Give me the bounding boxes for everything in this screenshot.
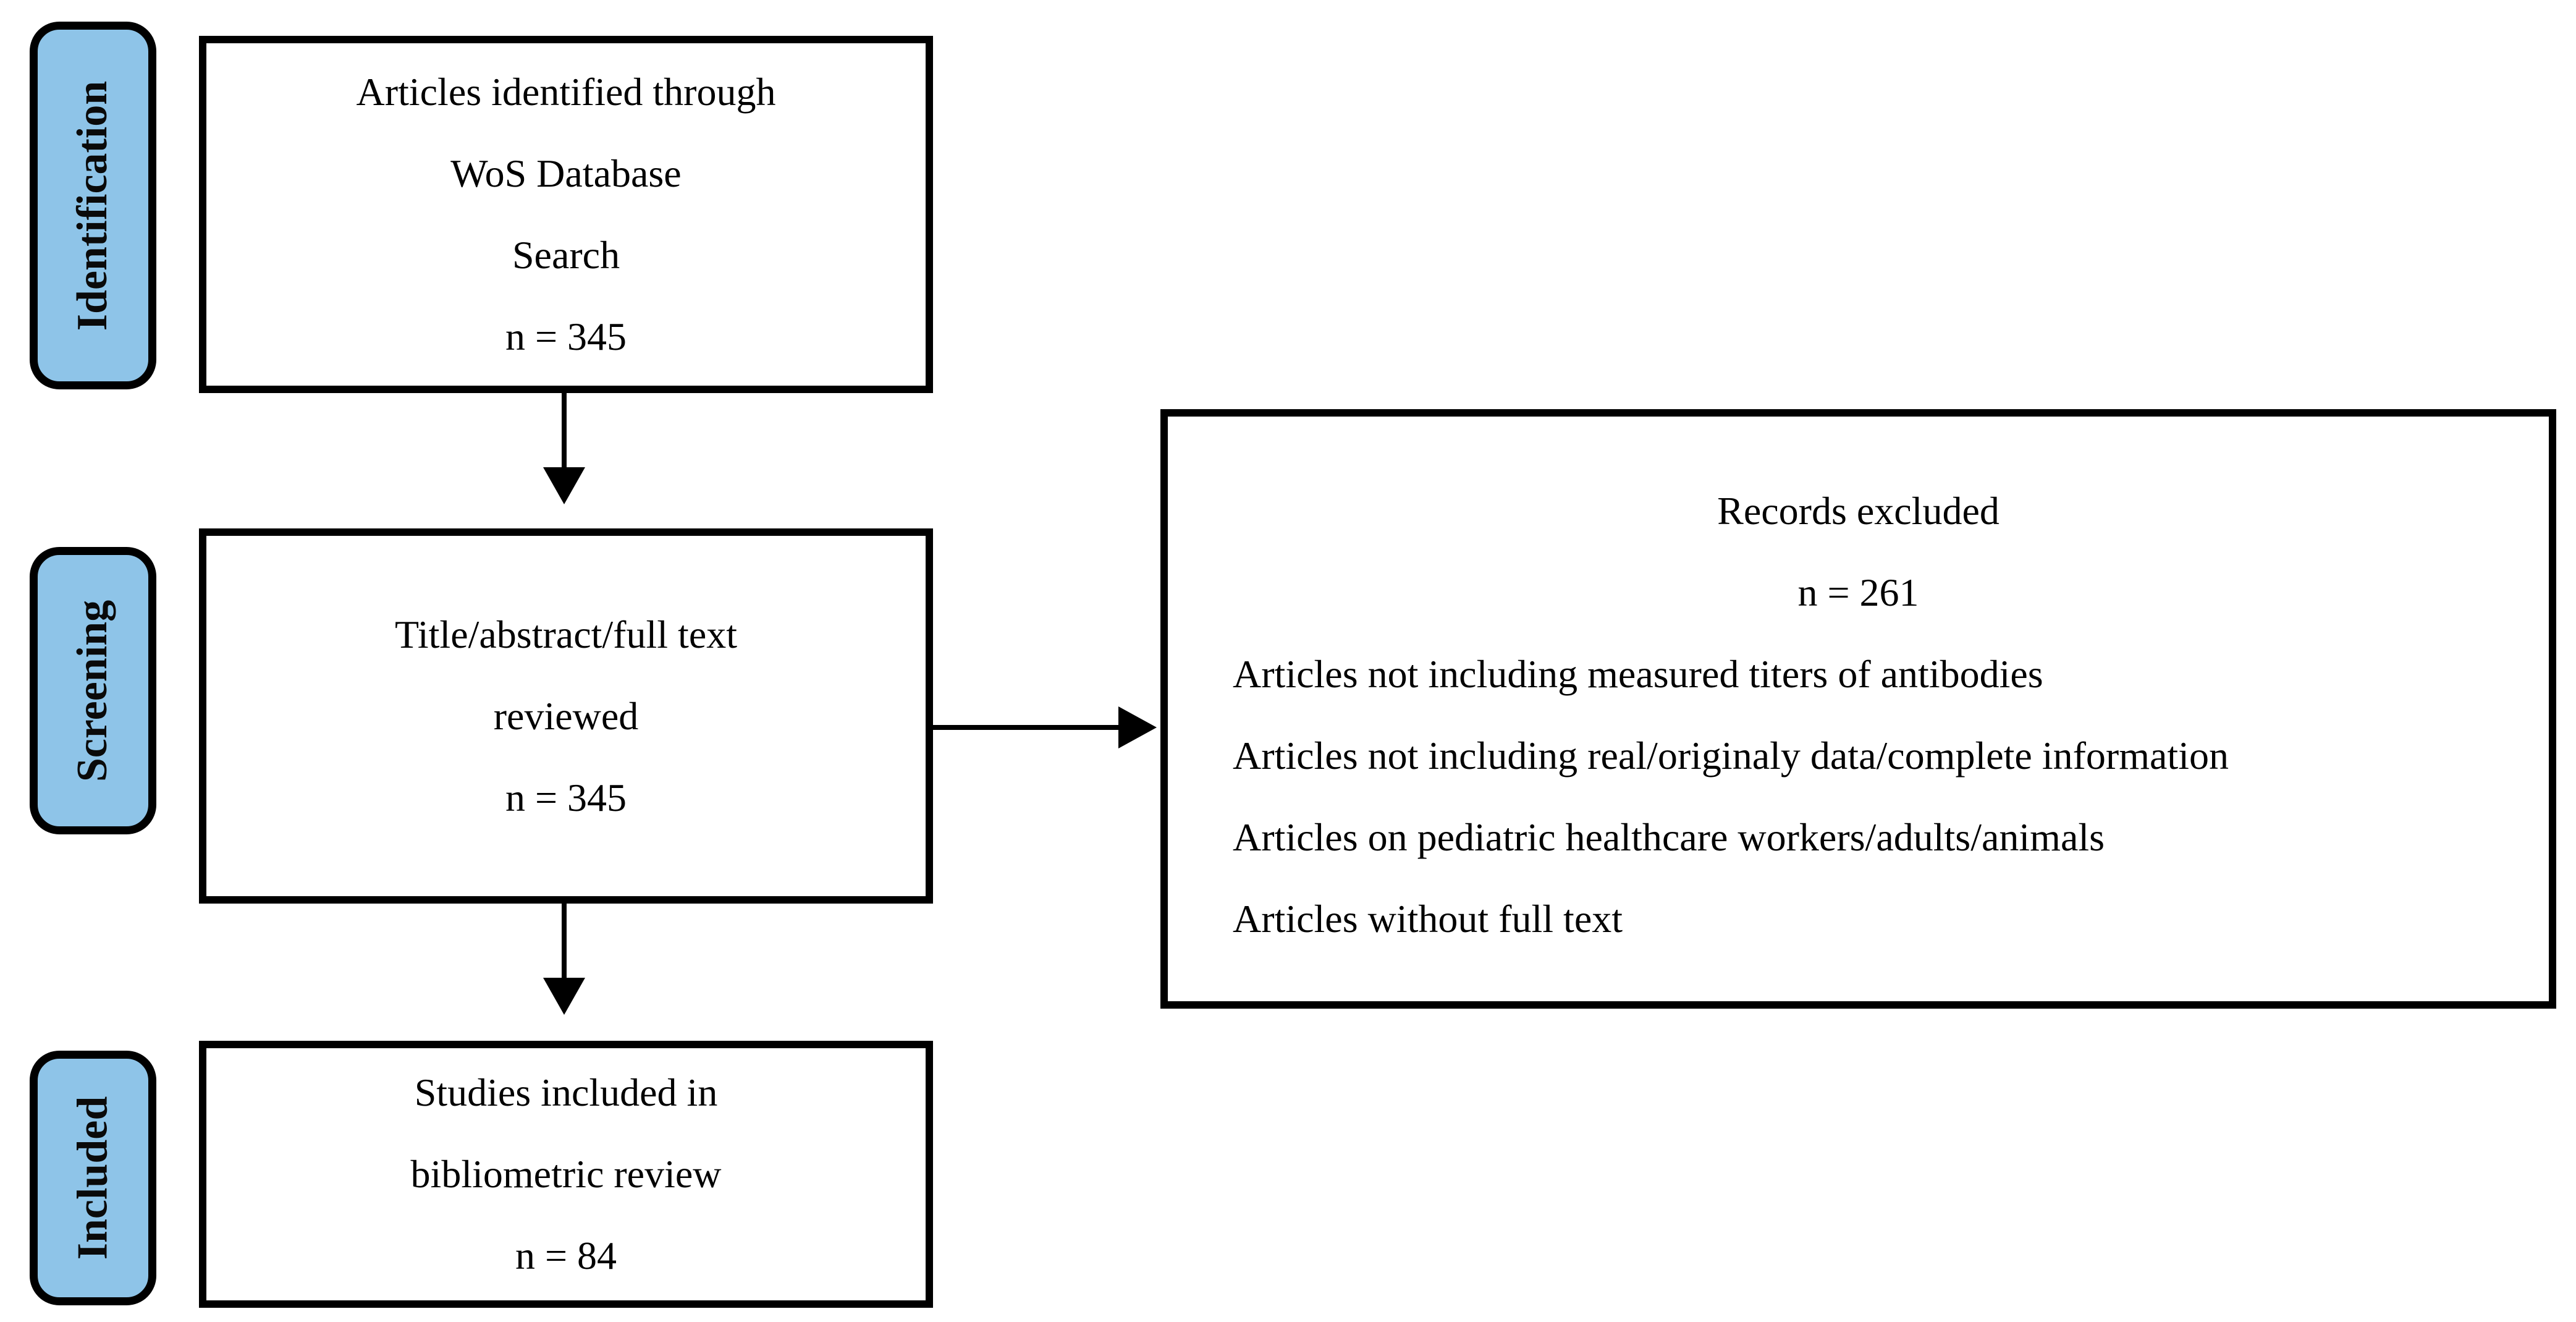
identified-box-line: Articles identified through [356,70,776,114]
exclusion-reason: Articles not including measured titers o… [1233,652,2043,696]
identified-box-line: Search [512,233,620,277]
arrow-down-line-2 [562,904,567,981]
records-excluded-box: Records excluded n = 261 Articles not in… [1160,409,2556,1009]
screened-articles-box: Title/abstract/full text reviewed n = 34… [199,528,933,904]
arrow-down-icon-2 [543,978,585,1015]
screened-box-count: n = 345 [505,775,627,820]
stage-label-screening: Screening [30,547,156,834]
included-box-line: Studies included in [414,1070,718,1114]
arrow-right-line [933,725,1120,730]
screened-box-line: Title/abstract/full text [395,612,737,656]
arrow-right-icon [1118,706,1157,748]
included-box-count: n = 84 [515,1234,617,1278]
excluded-box-title: Records excluded [1717,489,2000,533]
stage-label-included-text: Included [69,1096,117,1260]
exclusion-reason: Articles not including real/originaly da… [1233,734,2229,778]
arrow-down-icon-1 [543,467,585,504]
identified-box-line: WoS Database [450,151,682,195]
stage-label-screening-text: Screening [69,600,117,782]
included-box-line: bibliometric review [410,1152,722,1196]
exclusion-reason: Articles on pediatric healthcare workers… [1233,815,2105,859]
identified-articles-box: Articles identified through WoS Database… [199,36,933,393]
stage-label-included: Included [30,1051,156,1305]
excluded-box-count: n = 261 [1797,570,1919,614]
screened-box-line: reviewed [493,693,639,738]
arrow-down-line-1 [562,393,567,471]
exclusion-reason: Articles without full text [1233,897,1623,941]
stage-label-identification: Identification [30,22,156,389]
identified-box-count: n = 345 [505,315,627,358]
stage-label-identification-text: Identification [69,80,117,331]
included-studies-box: Studies included in bibliometric review … [199,1041,933,1308]
